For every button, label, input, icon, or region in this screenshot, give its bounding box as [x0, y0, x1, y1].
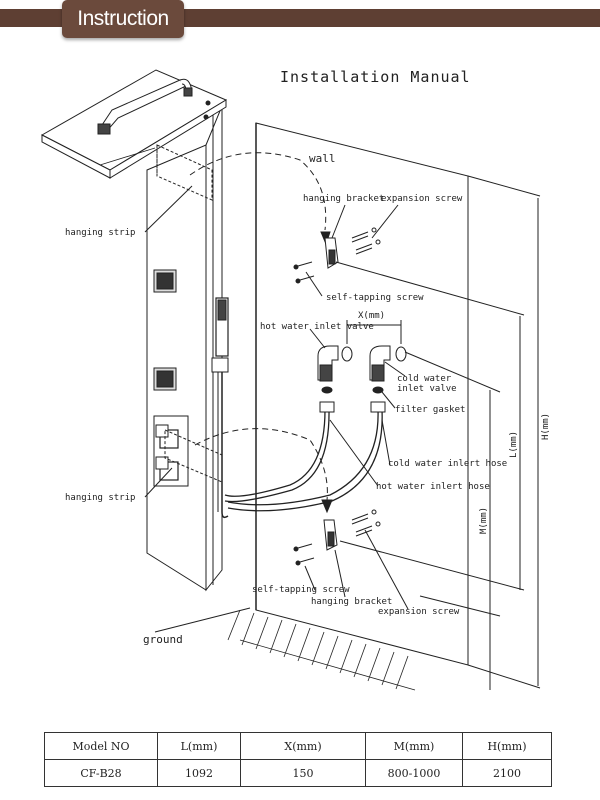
hanging-bracket-label-bottom: hanging bracket	[311, 597, 392, 607]
floor-hatch	[227, 609, 416, 691]
wall-label: wall	[309, 152, 336, 165]
expansion-screw-label-top: expansion screw	[381, 194, 463, 204]
diagram-title: Installation Manual	[280, 68, 471, 86]
header-m: M(mm)	[365, 732, 463, 760]
banner-title: Instruction	[77, 7, 169, 30]
h-dimension-label: H(mm)	[541, 413, 551, 440]
filter-gasket-hot	[321, 386, 333, 394]
header-model-no: Model NO	[44, 732, 158, 760]
ground-label: ground	[143, 633, 183, 646]
cell-model-no: CF-B28	[44, 759, 158, 787]
self-tapping-screw-label-bottom: self-tapping screw	[252, 585, 350, 595]
hot-water-inlet-hose-label: hot water inlert hose	[376, 482, 490, 492]
cell-l: 1092	[157, 759, 241, 787]
filter-gasket-label: filter gasket	[395, 405, 465, 415]
cell-x: 150	[240, 759, 366, 787]
filter-gasket-cold	[372, 386, 384, 394]
wall-panel	[255, 122, 469, 666]
hot-water-hose	[224, 409, 326, 497]
header-x: X(mm)	[240, 732, 366, 760]
self-tapping-screw-label-top: self-tapping screw	[326, 293, 424, 303]
self-tapping-screws-top	[293, 261, 315, 284]
hanging-strip-label-top: hanging strip	[65, 228, 135, 238]
cell-m: 800-1000	[365, 759, 463, 787]
cold-water-inlet-hose-label: cold water inlert hose	[388, 459, 507, 469]
l-dimension-label: L(mm)	[509, 431, 519, 458]
hot-water-inlet-valve-label: hot water inlet valve	[260, 322, 374, 332]
self-tapping-screws-bottom	[293, 543, 315, 566]
cold-water-inlet-valve-label-1: cold water	[397, 374, 452, 384]
table-row: CF-B28 1092 150 800-1000 2100	[44, 759, 552, 787]
cold-water-inlet-valve-label-2: inlet valve	[397, 384, 457, 394]
cold-water-hose	[227, 409, 379, 506]
x-dimension-label: X(mm)	[358, 311, 385, 321]
header-l: L(mm)	[157, 732, 241, 760]
table-header-row: Model NO L(mm) X(mm) M(mm) H(mm)	[44, 732, 552, 760]
banner-tab	[62, 0, 184, 38]
m-dimension-label: M(mm)	[479, 507, 489, 534]
hanging-strip-label-bottom: hanging strip	[65, 493, 135, 503]
cell-h: 2100	[462, 759, 552, 787]
hanging-bracket-label-top: hanging bracket	[303, 194, 384, 204]
instruction-banner: Instruction	[0, 0, 600, 38]
header-h: H(mm)	[462, 732, 552, 760]
spec-table: Model NO L(mm) X(mm) M(mm) H(mm) CF-B28 …	[44, 732, 552, 787]
expansion-screws-bottom	[351, 509, 381, 537]
expansion-screw-label-bottom: expansion screw	[378, 607, 460, 617]
hand-shower-holder	[211, 357, 229, 373]
shower-hose	[221, 372, 229, 519]
expansion-screws-top	[351, 227, 381, 255]
installation-diagram: Installation Manual wall hanging bracket…	[40, 68, 551, 691]
